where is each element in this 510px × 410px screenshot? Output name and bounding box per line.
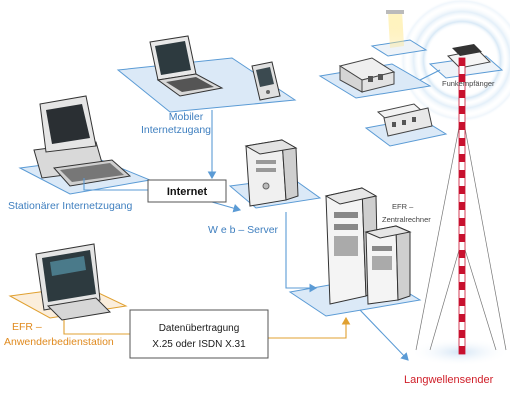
mast-stripe (459, 314, 465, 322)
desktop-pc-icon (33, 95, 132, 187)
mast-stripe (459, 186, 465, 194)
radio-receiver-label: Funkempfänger (442, 79, 495, 88)
data-transfer-label-1: Datenübertragung (159, 323, 240, 334)
connector-central-mast (359, 309, 409, 361)
mast-stripe (459, 234, 465, 242)
stationary-label: Stationärer Internetzugang (8, 200, 132, 212)
web-server-label: W e b – Server (208, 224, 279, 236)
mast-stripe (459, 90, 465, 98)
transmitter-label: Langwellensender (404, 374, 494, 386)
mast-stripe (459, 250, 465, 258)
central-computer-label-1: EFR – (392, 202, 414, 211)
mast-stripe (459, 74, 465, 82)
internet-label: Internet (167, 186, 208, 198)
internet-box: Internet (147, 179, 227, 203)
mast-stripe (459, 266, 465, 274)
house-right-icon (428, 44, 504, 79)
connector-data-central (268, 316, 351, 339)
user-station-label-2: Anwenderbedienstation (4, 336, 114, 348)
mast-stripe (459, 122, 465, 130)
user-station-icon (35, 243, 112, 321)
central-computer-label-2: Zentralrechner (382, 215, 431, 224)
mast-stripe (459, 58, 465, 66)
mast-stripe (459, 346, 465, 354)
data-transfer-label-2: X.25 oder ISDN X.31 (152, 339, 246, 350)
mast-stripe (459, 170, 465, 178)
mobile-label-1: Mobiler (169, 111, 204, 123)
lamp-icon (370, 10, 428, 57)
mast-stripe (459, 202, 465, 210)
connectors-blue (83, 69, 441, 361)
mast-stripe (459, 138, 465, 146)
data-transfer-box: Datenübertragung X.25 oder ISDN X.31 (129, 309, 269, 359)
house-middle-icon (364, 103, 448, 147)
connector-station-data (63, 320, 130, 335)
web-server-icon (244, 139, 299, 207)
central-computer-icon (324, 187, 412, 305)
connector-server-central (285, 212, 318, 293)
mast-stripe (459, 330, 465, 338)
mast-stripe (459, 282, 465, 290)
mobile-label-2: Internetzugang (141, 124, 211, 136)
connector-internet-server (211, 201, 242, 213)
mast-stripe (459, 154, 465, 162)
laptop-icon (149, 35, 224, 97)
connector-receiver-houses (419, 69, 441, 81)
mast-stripe (459, 106, 465, 114)
user-station-label-1: EFR – (12, 321, 42, 333)
pda-icon (251, 61, 281, 101)
mast-stripe (459, 218, 465, 226)
connector-stationary-internet (83, 178, 148, 191)
connectors-orange (63, 316, 351, 339)
house-upper-icon (318, 57, 432, 99)
mast-stripe (459, 298, 465, 306)
longwave-mast (410, 57, 510, 366)
